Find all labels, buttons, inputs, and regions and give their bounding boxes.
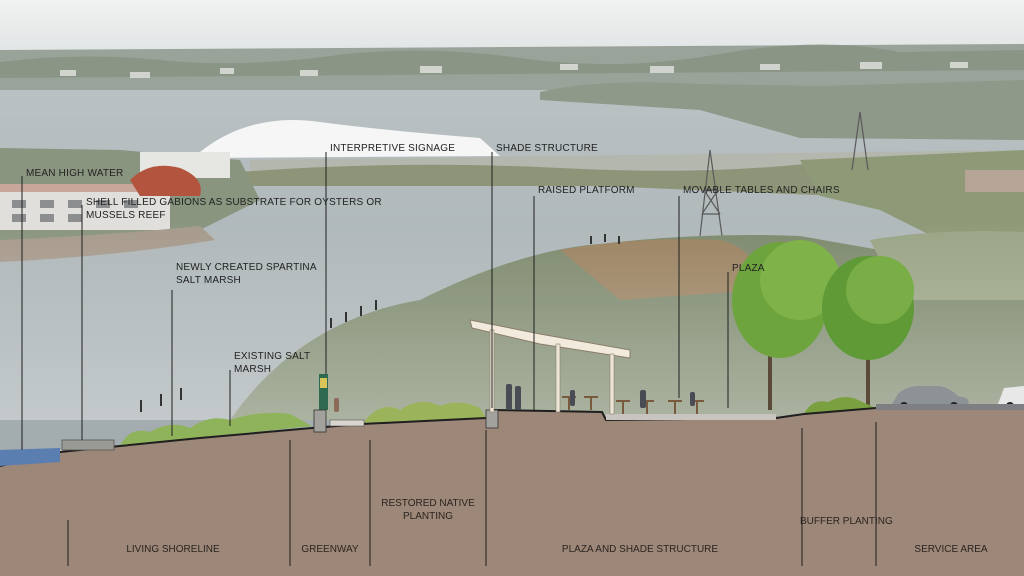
label-shell-gabions: SHELL FILLED GABIONS AS SUBSTRATE FOR OY…: [86, 196, 382, 222]
label-mean-high-water: MEAN HIGH WATER: [26, 168, 124, 179]
water-edge: [0, 448, 60, 466]
label-spartina: NEWLY CREATED SPARTINA SALT MARSH: [176, 261, 317, 287]
platform-footing: [485, 409, 499, 429]
label-existing-marsh: EXISTING SALT MARSH: [234, 350, 310, 376]
zone-native-planting-line1: RESTORED NATIVE: [381, 498, 475, 509]
white-dome: [200, 120, 500, 158]
zone-native-planting: RESTORED NATIVE PLANTING: [374, 497, 482, 523]
label-plaza: PLAZA: [732, 263, 765, 274]
signage-post: [319, 374, 328, 410]
label-existing-marsh-line2: MARSH: [234, 364, 272, 375]
label-shell-gabions-line1: SHELL FILLED GABIONS AS SUBSTRATE FOR OY…: [86, 197, 382, 208]
zone-native-planting-line2: PLANTING: [402, 511, 453, 522]
plaza-trees: [732, 240, 914, 410]
plaza-deck: [606, 414, 776, 420]
label-shade-structure: SHADE STRUCTURE: [496, 143, 598, 154]
red-tree: [130, 165, 201, 196]
label-raised-platform: RAISED PLATFORM: [538, 185, 635, 196]
zone-dividers: [67, 422, 877, 566]
service-road: [876, 404, 1024, 410]
label-movable-tables: MOVABLE TABLES AND CHAIRS: [683, 185, 840, 196]
label-shell-gabions-line2: MUSSELS REEF: [86, 210, 166, 221]
label-interpretive-signage: INTERPRETIVE SIGNAGE: [330, 143, 456, 154]
far-island: [540, 80, 1024, 140]
zone-buffer-planting: BUFFER PLANTING: [800, 516, 893, 527]
left-building-windows: [12, 200, 138, 222]
label-spartina-line2: SALT MARSH: [176, 275, 241, 286]
zone-living-shoreline: LIVING SHORELINE: [126, 544, 220, 555]
zone-service-area: SERVICE AREA: [914, 544, 988, 555]
right-building: [965, 170, 1024, 192]
zone-plaza-shade: PLAZA AND SHADE STRUCTURE: [561, 544, 719, 555]
gabion-blocks: [61, 439, 115, 451]
callout-leaders: [21, 152, 729, 450]
signage-footing: [313, 409, 327, 433]
spartina-grass: [120, 412, 312, 446]
bench: [329, 419, 365, 427]
label-spartina-line1: NEWLY CREATED SPARTINA: [176, 262, 317, 273]
pilings: [140, 234, 620, 412]
label-existing-marsh-line1: EXISTING SALT: [234, 351, 311, 362]
zone-greenway: GREENWAY: [301, 544, 359, 555]
distant-houses: [60, 62, 968, 78]
tables-and-chairs: [562, 396, 704, 414]
left-building-roof: [0, 184, 170, 192]
signage-panel: [320, 378, 327, 388]
transmission-tower: [699, 111, 869, 237]
people: [334, 384, 695, 412]
soil-section: [0, 408, 1024, 576]
